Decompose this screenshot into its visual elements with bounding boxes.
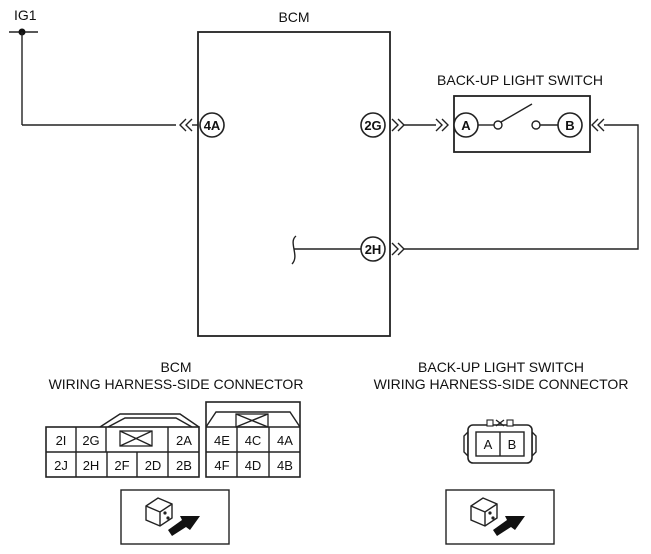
svg-text:2J: 2J — [54, 458, 68, 473]
svg-text:2A: 2A — [176, 433, 192, 448]
terminal-4a: 4A — [199, 112, 225, 138]
bcm-connector-caption-1: BCM — [160, 359, 191, 375]
bcm-connector-left: 2I 2G 2A 2J 2H 2F 2D 2B — [45, 413, 200, 478]
bcm-title: BCM — [278, 9, 309, 25]
connector-view-icon — [120, 489, 230, 545]
ig1-source — [9, 28, 176, 126]
svg-text:A: A — [461, 118, 471, 133]
svg-text:4A: 4A — [204, 118, 221, 133]
svg-text:4B: 4B — [277, 458, 293, 473]
switch-connector: A B — [463, 419, 537, 464]
switch-label: BACK-UP LIGHT SWITCH — [437, 72, 603, 88]
svg-text:4F: 4F — [214, 458, 229, 473]
svg-text:2B: 2B — [176, 458, 192, 473]
connector-mark-4a — [179, 118, 193, 132]
connector-mark-2h — [391, 242, 405, 256]
switch-contacts — [478, 103, 558, 130]
svg-text:B: B — [508, 437, 517, 452]
bcm-connector-right: 4E 4C 4A 4F 4D 4B — [205, 401, 301, 478]
connector-view-icon — [445, 489, 555, 545]
terminal-2g: 2G — [360, 112, 386, 138]
svg-text:2H: 2H — [365, 242, 382, 257]
terminal-a: A — [453, 112, 479, 138]
svg-text:B: B — [565, 118, 574, 133]
wire-b-to-2h — [404, 124, 639, 250]
svg-text:2G: 2G — [82, 433, 99, 448]
svg-text:A: A — [484, 437, 493, 452]
terminal-2h: 2H — [360, 236, 386, 262]
bcm-connector-caption-2: WIRING HARNESS-SIDE CONNECTOR — [49, 376, 304, 392]
svg-text:2D: 2D — [145, 458, 162, 473]
switch-connector-caption-1: BACK-UP LIGHT SWITCH — [418, 359, 584, 375]
svg-text:2H: 2H — [83, 458, 100, 473]
svg-text:2I: 2I — [56, 433, 67, 448]
svg-text:2F: 2F — [114, 458, 129, 473]
bcm-box — [197, 31, 391, 337]
connector-mark-b — [591, 118, 605, 132]
svg-text:4A: 4A — [277, 433, 293, 448]
svg-text:4C: 4C — [245, 433, 262, 448]
svg-text:2G: 2G — [364, 118, 381, 133]
switch-connector-caption-2: WIRING HARNESS-SIDE CONNECTOR — [374, 376, 629, 392]
terminal-b: B — [557, 112, 583, 138]
ig1-label: IG1 — [14, 7, 37, 23]
svg-text:4E: 4E — [214, 433, 230, 448]
internal-wire-2h — [291, 235, 361, 265]
connector-mark-2g — [391, 118, 405, 132]
svg-text:4D: 4D — [245, 458, 262, 473]
connector-mark-a — [435, 118, 449, 132]
